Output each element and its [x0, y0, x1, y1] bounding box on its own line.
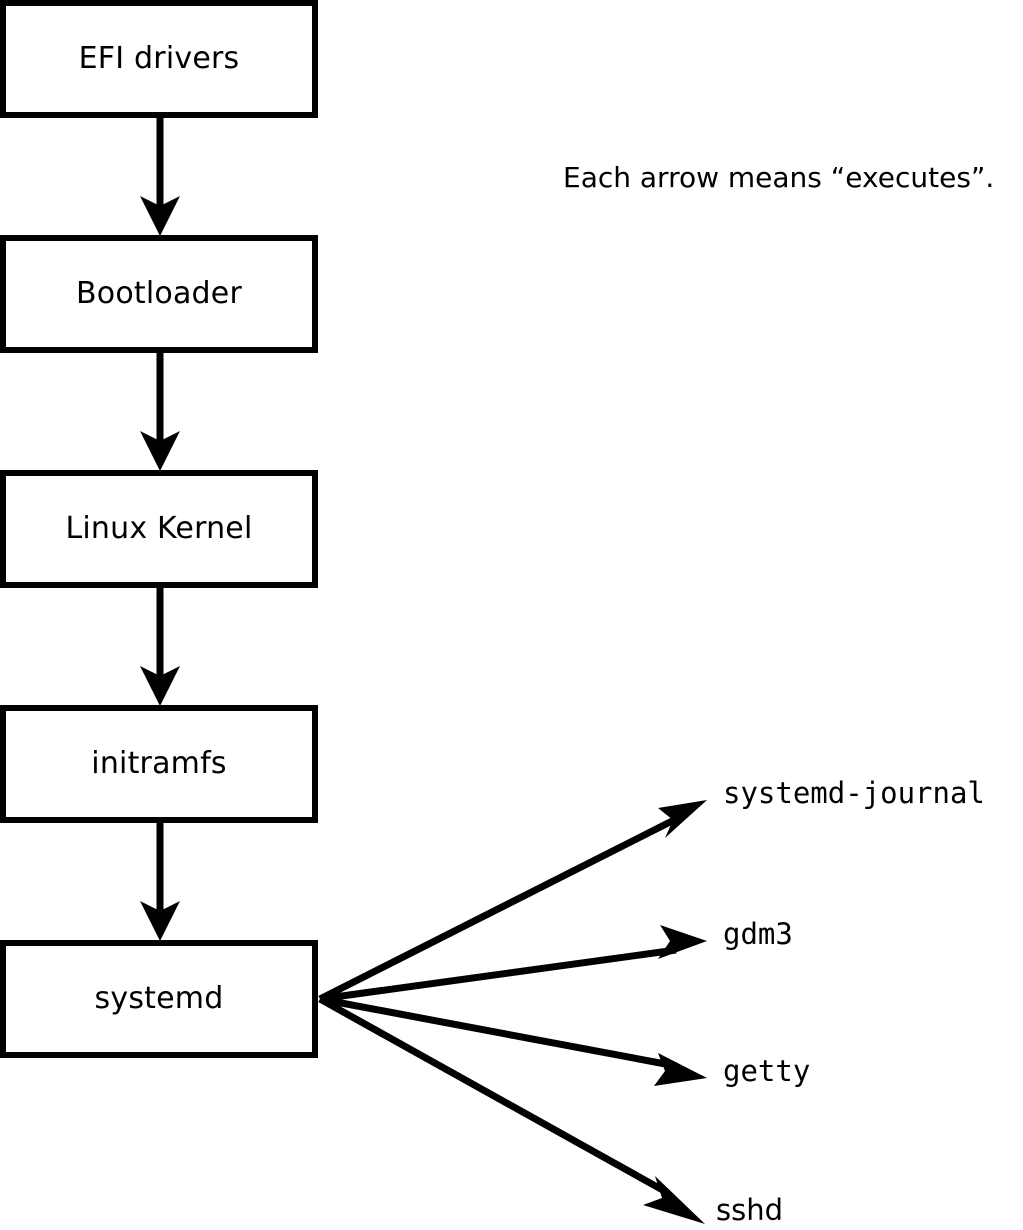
node-systemd-label: systemd	[94, 981, 224, 1016]
node-efi-drivers[interactable]: EFI drivers	[0, 0, 318, 118]
node-bootloader-label: Bootloader	[76, 276, 242, 311]
node-bootloader[interactable]: Bootloader	[0, 235, 318, 353]
chain-arrow-kernel-to-initramfs	[140, 588, 180, 706]
node-linux-kernel[interactable]: Linux Kernel	[0, 470, 318, 588]
leaf-label-sshd[interactable]: sshd	[716, 1193, 784, 1227]
node-initramfs-label: initramfs	[91, 746, 227, 781]
chain-arrow-initramfs-to-systemd	[140, 823, 180, 941]
chain-arrow-bootloader-to-kernel	[140, 353, 180, 471]
node-initramfs[interactable]: initramfs	[0, 705, 318, 823]
node-linux-kernel-label: Linux Kernel	[65, 511, 253, 546]
leaf-label-systemd-journal[interactable]: systemd-journal	[723, 776, 985, 810]
fanout-arrow-getty	[319, 995, 707, 1086]
chain-arrow-efi-to-bootloader	[140, 118, 180, 236]
leaf-label-gdm3[interactable]: gdm3	[723, 917, 793, 951]
node-efi-drivers-label: EFI drivers	[78, 41, 240, 76]
fanout-arrow-gdm3	[319, 925, 707, 1003]
legend-note: Each arrow means “executes”.	[563, 161, 995, 194]
fanout-arrow-systemd-journal	[318, 800, 707, 1003]
leaf-label-getty[interactable]: getty	[723, 1054, 811, 1088]
fanout-arrow-sshd	[318, 995, 705, 1224]
node-systemd[interactable]: systemd	[0, 940, 318, 1058]
